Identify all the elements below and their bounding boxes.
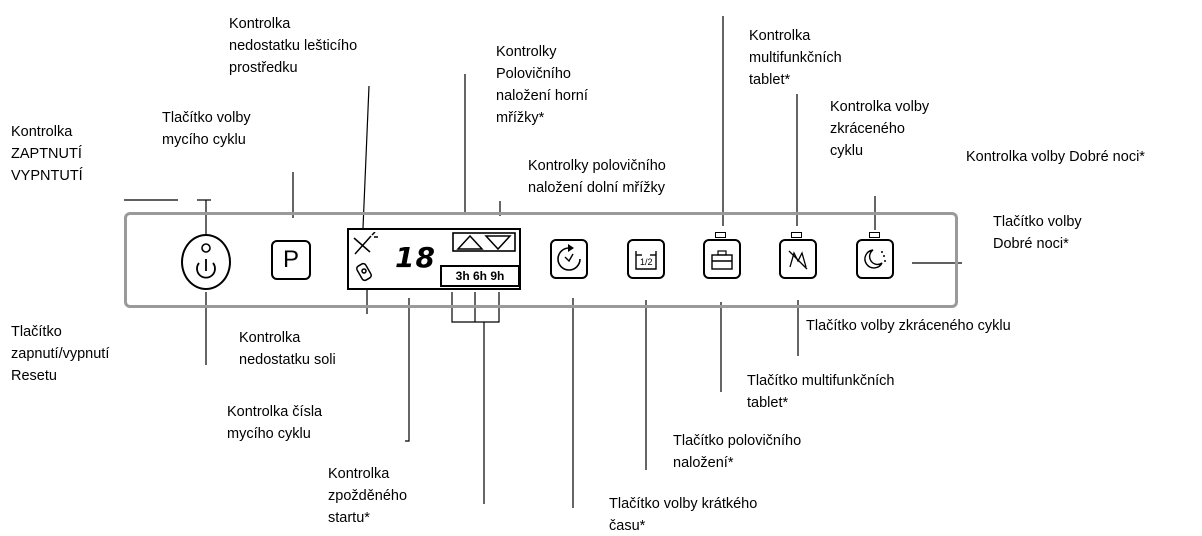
short-cycle-button-label: Tlačítko volby zkráceného cyklu: [806, 318, 1011, 334]
night-indicator-label: Kontrolka volby Dobré noci*: [966, 149, 1145, 165]
multitab-led: [715, 232, 726, 238]
short-cycle-led: [791, 232, 802, 238]
short-cycle-icon: [788, 250, 808, 270]
short-cycle-button[interactable]: [779, 239, 817, 279]
night-led: [869, 232, 880, 238]
half-load-upper-icon: [452, 232, 516, 252]
power-reset-button[interactable]: [181, 234, 231, 290]
half-load-button[interactable]: 1/2: [627, 239, 665, 279]
cycle-number-readout: 18: [395, 241, 436, 274]
moon-icon: [864, 249, 886, 269]
rinse-aid-and-salt-icons: [353, 232, 378, 282]
tablet-icon: [711, 250, 733, 270]
half-load-label: 1/2: [640, 257, 653, 267]
half-load-icon: [635, 251, 657, 270]
clock-arrow-icon: [557, 244, 581, 271]
program-select-button[interactable]: P: [271, 240, 311, 280]
short-time-button[interactable]: [550, 239, 588, 279]
cycle-display: [347, 228, 521, 290]
multitab-button[interactable]: [703, 239, 741, 279]
night-button[interactable]: [856, 239, 894, 279]
delay-start-indicator: 3h 6h 9h: [440, 265, 520, 287]
power-icon: [196, 243, 216, 279]
dishwasher-panel: [124, 212, 958, 308]
